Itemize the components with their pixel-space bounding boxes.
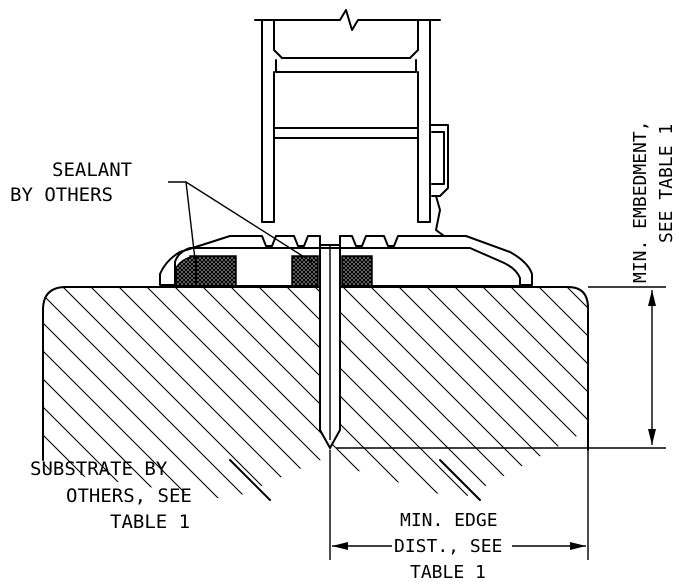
sealant-label-line1: SEALANT (52, 159, 132, 181)
edge-distance-dimension (329, 450, 589, 560)
base-shoe (159, 235, 533, 287)
embedment-label-line2: SEE TABLE 1 (656, 124, 676, 243)
edge-label-line2: DIST., SEE (394, 536, 502, 557)
frame-member (254, 9, 449, 237)
substrate-label-line2: OTHERS, SEE (66, 485, 192, 507)
edge-label-line1: MIN. EDGE (400, 510, 498, 531)
sealant-label-line2: BY OTHERS (10, 184, 113, 206)
sealant-leaders (168, 181, 313, 269)
edge-label-line3: TABLE 1 (410, 562, 486, 582)
embedment-label-line1: MIN. EMBEDMENT, (630, 120, 651, 283)
anchor-screw (319, 244, 341, 451)
substrate-label-line1: SUBSTRATE BY (30, 458, 168, 480)
embedment-dimension (336, 286, 666, 449)
substrate-label-line3: TABLE 1 (110, 511, 190, 533)
